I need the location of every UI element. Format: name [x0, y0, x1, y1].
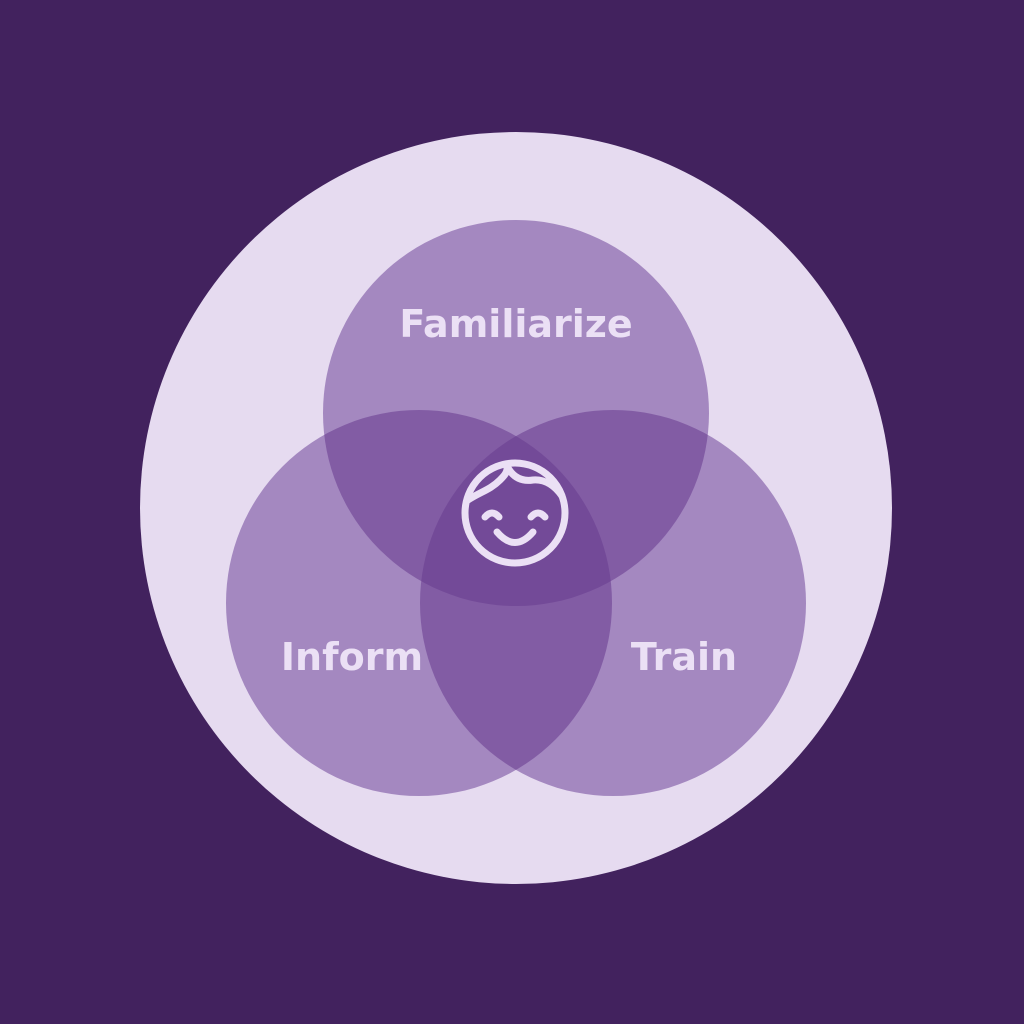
- label-train: Train: [631, 635, 737, 679]
- label-familiarize: Familiarize: [399, 302, 632, 346]
- overlap-center: [420, 410, 612, 606]
- label-inform: Inform: [281, 635, 423, 679]
- smiling-face-icon: [461, 459, 569, 567]
